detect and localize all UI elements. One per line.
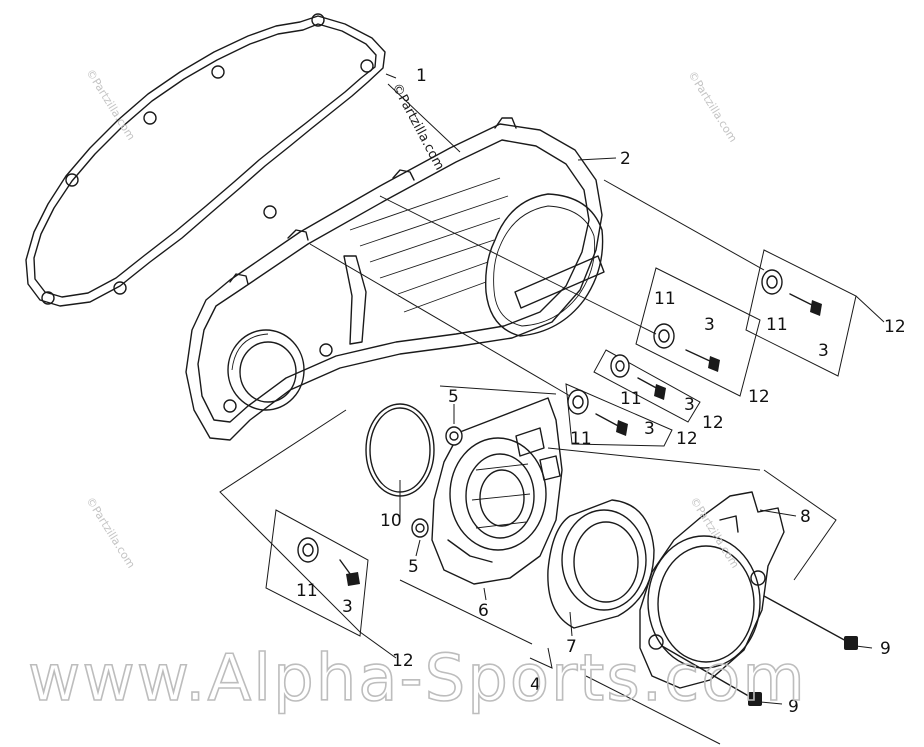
stamp-watermark: ©Partzilla.com <box>685 69 739 145</box>
dowel-pin-part-5-lower[interactable] <box>411 518 429 538</box>
callout-11: 11 <box>570 429 592 449</box>
insulation-ring-part-7[interactable] <box>547 499 655 629</box>
gasket-bolt-holes <box>41 13 374 305</box>
washer-part-11 <box>610 354 630 378</box>
hardware-set-top-right[interactable] <box>745 249 857 377</box>
callout-11: 11 <box>766 315 788 335</box>
bolt-part-9-lower[interactable] <box>661 645 762 706</box>
crankcase-cover-part-2[interactable] <box>185 117 605 441</box>
callout-4: 4 <box>530 675 541 695</box>
callout-12: 12 <box>702 413 724 433</box>
callout-11: 11 <box>296 581 318 601</box>
bolt-part-3 <box>685 349 713 363</box>
dowel-pin-part-5-upper[interactable] <box>445 426 463 446</box>
stamp-watermark: ©Partzilla.com <box>388 81 446 173</box>
assembly-leader-lines <box>219 73 885 745</box>
hardware-set-left[interactable] <box>265 509 369 637</box>
callout-5: 5 <box>408 557 419 577</box>
callout-7: 7 <box>566 637 577 657</box>
callout-12: 12 <box>392 651 414 671</box>
stamp-watermark: ©Partzilla.com <box>83 495 137 571</box>
washer-part-11 <box>567 389 589 415</box>
washer-part-11 <box>297 537 319 563</box>
inner-cover-part-6[interactable] <box>431 397 563 585</box>
callout-8: 8 <box>800 507 811 527</box>
bolt-part-3 <box>789 293 815 307</box>
site-watermark: www.Alpha-Sports.com <box>28 642 807 716</box>
callout-labels: 1 2 3 3 3 3 3 4 5 5 6 7 8 9 9 10 11 11 1… <box>296 66 906 717</box>
callout-5: 5 <box>448 387 459 407</box>
callout-6: 6 <box>478 601 489 621</box>
washer-part-11 <box>653 323 675 349</box>
callout-3: 3 <box>342 597 353 617</box>
cover-brand-plate <box>514 255 605 309</box>
callout-2: 2 <box>620 149 631 169</box>
callout-12: 12 <box>676 429 698 449</box>
callout-3: 3 <box>818 341 829 361</box>
stamp-watermark: ©Partzilla.com <box>83 67 137 143</box>
outer-cover-plate-part-8[interactable] <box>639 491 785 689</box>
callout-12: 12 <box>884 317 906 337</box>
callout-11: 11 <box>654 289 676 309</box>
callout-10: 10 <box>380 511 402 531</box>
callout-12: 12 <box>748 387 770 407</box>
hardware-set-mid-right[interactable] <box>635 267 761 397</box>
callout-9: 9 <box>880 639 891 659</box>
gasket-part-1[interactable] <box>25 13 386 307</box>
hardware-set-center-upper[interactable] <box>593 349 701 423</box>
hardware-set-center-lower[interactable] <box>565 383 673 447</box>
callout-3: 3 <box>684 395 695 415</box>
callout-9: 9 <box>788 697 799 717</box>
callout-3: 3 <box>704 315 715 335</box>
washer-part-11 <box>761 269 783 295</box>
callout-1: 1 <box>416 66 427 86</box>
callout-3: 3 <box>644 419 655 439</box>
callout-11: 11 <box>620 389 642 409</box>
bolt-part-9-upper[interactable] <box>763 595 858 650</box>
